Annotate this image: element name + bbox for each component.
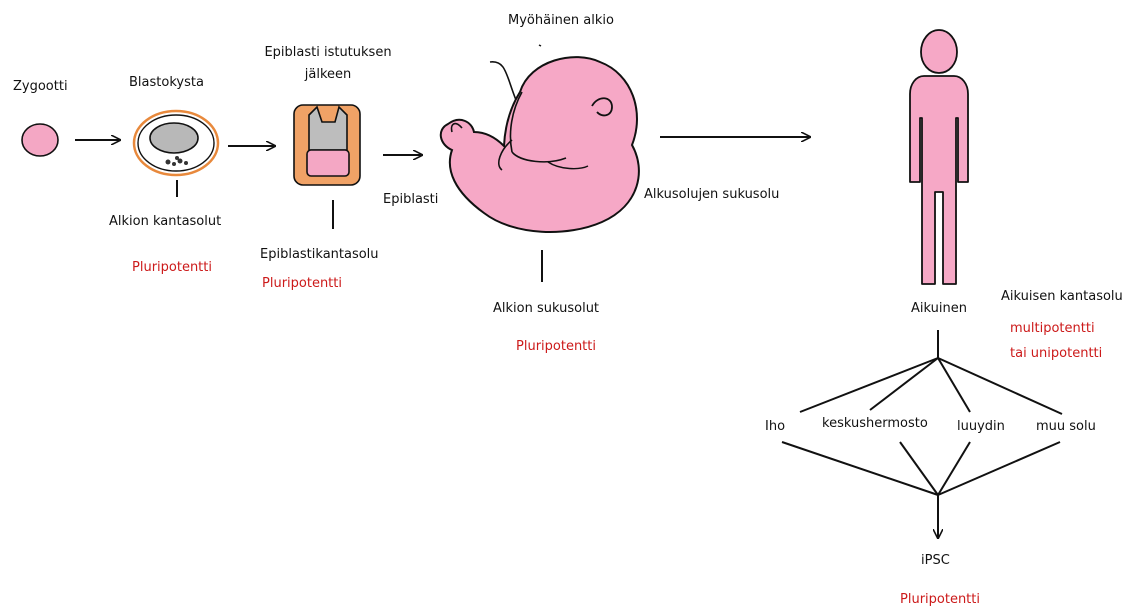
- label-ipsc: iPSC: [921, 552, 950, 569]
- label-epiblast-post-implantation: Epiblasti istutuksen jälkeen: [264, 42, 391, 86]
- potency-epiblast: Pluripotentti: [262, 275, 342, 292]
- label-adult: Aikuinen: [911, 300, 967, 317]
- adult-to-tissues-lines: [800, 330, 1062, 414]
- tissue-label: luuydin: [957, 418, 1005, 435]
- label-late-embryo: Myöhäinen alkio: [508, 12, 614, 29]
- adult-human-icon: [910, 30, 968, 284]
- potency-adult-line2: tai unipotentti: [1010, 345, 1102, 362]
- zygote-icon: [22, 124, 58, 156]
- embryo-icon: [441, 45, 639, 232]
- label-epiblast-arrow: Epiblasti: [383, 191, 438, 208]
- potency-adult-line1: multipotentti: [1010, 320, 1095, 337]
- epiblast-icon: [294, 105, 360, 185]
- label-blastocyst: Blastokysta: [129, 74, 204, 91]
- tissues-to-ipsc-lines: [782, 442, 1060, 538]
- tissue-label: Iho: [765, 418, 785, 435]
- label-adult-stem-cell: Aikuisen kantasolu: [1001, 288, 1123, 305]
- tissue-label: muu solu: [1036, 418, 1096, 435]
- potency-ipsc: Pluripotentti: [900, 591, 980, 608]
- blastocyst-icon: [134, 111, 218, 175]
- label-embryonic-germ-cells: Alkion sukusolut: [493, 300, 599, 317]
- tissue-label: keskushermosto: [822, 415, 928, 432]
- label-zygote: Zygootti: [13, 78, 68, 95]
- label-primordial-germ-cell: Alkusolujen sukusolu: [644, 186, 779, 203]
- label-epiblast-stem-cell: Epiblastikantasolu: [260, 246, 379, 263]
- potency-embryonic: Pluripotentti: [132, 259, 212, 276]
- potency-embryonic-germ: Pluripotentti: [516, 338, 596, 355]
- label-embryonic-stem-cells: Alkion kantasolut: [109, 213, 221, 230]
